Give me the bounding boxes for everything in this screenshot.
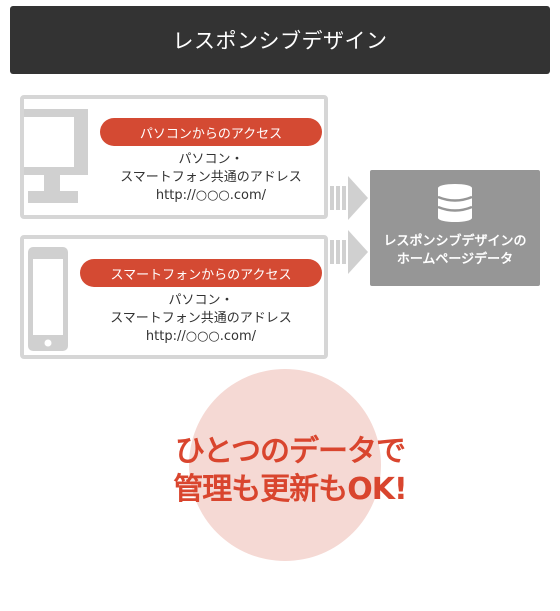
smartphone-access-panel: スマートフォンからのアクセス パソコン・ スマートフォン共通のアドレス http… <box>20 235 328 359</box>
arrow-right-icon <box>330 176 368 220</box>
page-title: レスポンシブデザイン <box>172 29 388 53</box>
pc-access-panel: パソコンからのアクセス パソコン・ スマートフォン共通のアドレス http://… <box>20 95 328 219</box>
address-line-1: パソコン・ <box>168 293 234 308</box>
database-icon <box>437 184 473 222</box>
smartphone-address-text: パソコン・ スマートフォン共通のアドレス http://○○○.com/ <box>80 292 322 346</box>
arrow-right-icon <box>330 230 368 274</box>
address-url: http://○○○.com/ <box>155 188 267 203</box>
pc-address-text: パソコン・ スマートフォン共通のアドレス http://○○○.com/ <box>100 151 322 205</box>
title-bar: レスポンシブデザイン <box>10 6 550 74</box>
smartphone-icon <box>28 247 68 351</box>
homepage-data-line-1: レスポンシブデザインの <box>383 234 527 249</box>
slogan-line-2: 管理も更新もOK! <box>173 472 407 507</box>
smartphone-access-label: スマートフォンからのアクセス <box>80 259 322 287</box>
address-url: http://○○○.com/ <box>145 329 257 344</box>
homepage-data-line-2: ホームページデータ <box>396 252 514 267</box>
address-line-2: スマートフォン共通のアドレス <box>120 170 302 185</box>
address-line-1: パソコン・ <box>178 152 244 167</box>
pc-access-label: パソコンからのアクセス <box>100 118 322 146</box>
slogan-circle <box>189 369 381 561</box>
address-line-2: スマートフォン共通のアドレス <box>110 311 292 326</box>
homepage-data-label: レスポンシブデザインの ホームページデータ <box>370 233 540 269</box>
desktop-monitor-icon <box>24 109 88 203</box>
homepage-data-box: レスポンシブデザインの ホームページデータ <box>370 170 540 286</box>
slogan-line-1: ひとつのデータで <box>175 434 406 469</box>
slogan-text: ひとつのデータで 管理も更新もOK! <box>100 433 480 509</box>
